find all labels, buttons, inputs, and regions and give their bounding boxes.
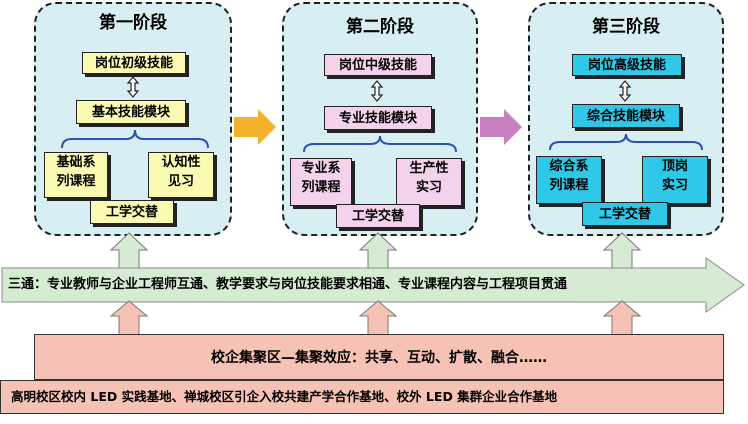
stage-1-integration: 工学交替 [90, 200, 174, 224]
curly-brace-icon [549, 133, 703, 151]
stage-3-integration: 工学交替 [582, 202, 668, 226]
three-links-text: 三通：专业教师与企业工程师互通、教学要求与岗位技能要求相通、专业课程内容与工程项… [8, 277, 568, 292]
right-arrow-icon [480, 109, 522, 145]
curly-brace-icon [61, 129, 209, 149]
stage-1-title: 第一阶段 [99, 13, 167, 33]
three-links-arrow [1, 257, 745, 313]
stage-3-panel: 第三阶段 岗位高级技能 综合技能模块 综合系 列课程 顶岗 实习 工学交替 [528, 2, 724, 236]
curly-brace-icon [303, 135, 457, 153]
enterprise-cluster-block: 校企集聚区—集聚效应：共享、互动、扩散、融合…… [34, 334, 724, 380]
stage-2-skill-box: 岗位中级技能 [324, 54, 432, 76]
up-arrow-icon [358, 300, 398, 336]
stage-1-skill-box: 岗位初级技能 [82, 52, 186, 74]
stage-2-title: 第二阶段 [346, 17, 414, 37]
practice-base-text: 高明校区校内 LED 实践基地、禅城校区引企入校共建产学合作基地、校外 LED … [11, 389, 558, 404]
stage-3-skill-box: 岗位高级技能 [572, 54, 682, 76]
up-down-double-arrow-icon [126, 76, 140, 98]
stage-1-panel: 第一阶段 岗位初级技能 基本技能模块 基础系 列课程 认知性 见习 工学交替 [34, 2, 232, 236]
stage-2-left-course: 专业系 列课程 [290, 158, 352, 206]
up-arrow-icon [109, 232, 149, 272]
stage-2-integration: 工学交替 [336, 204, 420, 228]
up-down-double-arrow-icon [370, 80, 384, 102]
stage-1-module-box: 基本技能模块 [76, 100, 186, 124]
stage-1-right-course: 认知性 见习 [148, 152, 214, 198]
right-arrow-icon [234, 109, 276, 145]
stage-3-left-course: 综合系 列课程 [536, 156, 602, 204]
stage-1-left-course: 基础系 列课程 [44, 152, 108, 198]
up-arrow-icon [602, 300, 642, 336]
stage-3-right-course: 顶岗 实习 [642, 156, 708, 204]
stage-2-module-box: 专业技能模块 [324, 106, 432, 130]
cluster-effect-text: 校企集聚区—集聚效应：共享、互动、扩散、融合…… [211, 350, 547, 366]
up-arrow-icon [602, 232, 642, 272]
stage-2-right-course: 生产性 实习 [396, 158, 462, 206]
up-arrow-icon [109, 300, 149, 336]
practice-base-block: 高明校区校内 LED 实践基地、禅城校区引企入校共建产学合作基地、校外 LED … [0, 380, 724, 414]
up-down-double-arrow-icon [618, 80, 632, 102]
stage-3-module-box: 综合技能模块 [572, 104, 680, 128]
up-arrow-icon [358, 232, 398, 272]
stage-3-title: 第三阶段 [592, 17, 660, 37]
stage-2-panel: 第二阶段 岗位中级技能 专业技能模块 专业系 列课程 生产性 实习 工学交替 [282, 2, 478, 236]
